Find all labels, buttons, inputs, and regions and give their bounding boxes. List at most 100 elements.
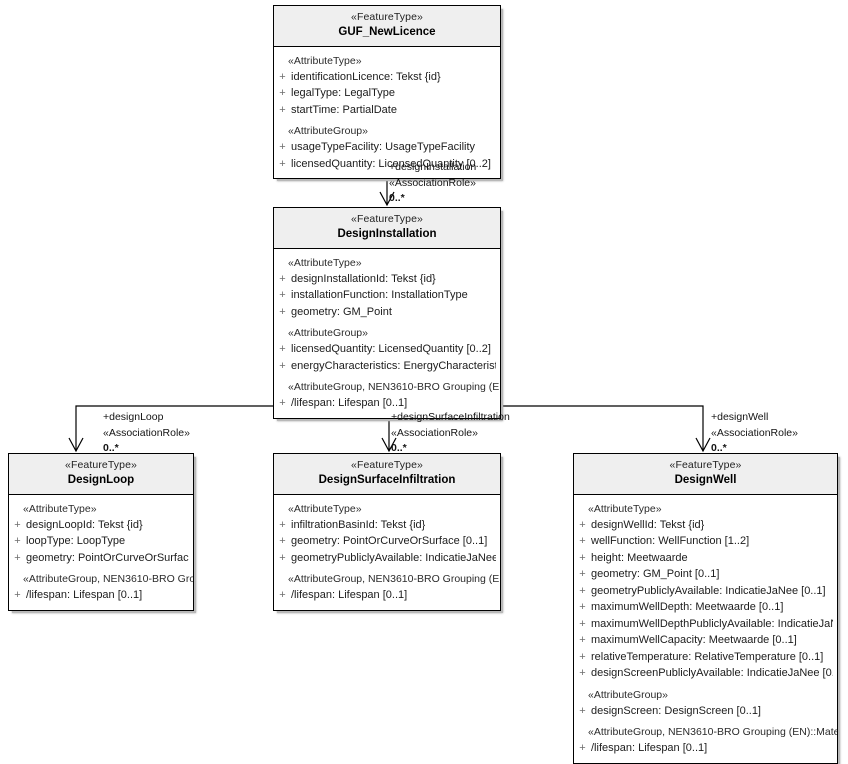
visibility-marker: + bbox=[279, 305, 286, 318]
attribute-row[interactable]: + relativeTemperature: RelativeTemperatu… bbox=[574, 649, 837, 666]
attribute-row[interactable]: + licensedQuantity: LicensedQuantity [0.… bbox=[274, 341, 500, 358]
association-label-designwell[interactable]: +designWell «AssociationRole» 0..* bbox=[711, 410, 798, 457]
attribute-row[interactable]: + licensedQuantity: LicensedQuantity [0.… bbox=[274, 156, 500, 173]
attribute-row[interactable]: + geometryPubliclyAvailable: IndicatieJa… bbox=[274, 550, 500, 567]
class-stereotype: «FeatureType» bbox=[351, 213, 423, 225]
class-stereotype: «FeatureType» bbox=[65, 459, 137, 471]
attribute-signature: geometryPubliclyAvailable: IndicatieJaNe… bbox=[291, 551, 496, 564]
visibility-marker: + bbox=[579, 617, 586, 630]
attribute-row[interactable]: + maximumWellDepthPubliclyAvailable: Ind… bbox=[574, 616, 837, 633]
class-box-designsurfaceinfiltration[interactable]: «FeatureType» DesignSurfaceInfiltration … bbox=[273, 453, 501, 611]
attribute-row[interactable]: + height: Meetwaarde bbox=[574, 550, 837, 567]
class-name: GUF_NewLicence bbox=[338, 26, 436, 39]
visibility-marker: + bbox=[279, 359, 286, 372]
class-name: DesignInstallation bbox=[337, 228, 437, 241]
visibility-marker: + bbox=[579, 518, 586, 531]
attribute-row[interactable]: + designLoopId: Tekst {id} bbox=[9, 517, 193, 534]
attribute-row[interactable]: + geometry: PointOrCurveOrSurface [0..1] bbox=[9, 550, 193, 567]
attribute-row[interactable]: + /lifespan: Lifespan [0..1] bbox=[274, 587, 500, 604]
visibility-marker: + bbox=[579, 601, 586, 613]
attribute-row[interactable]: + geometry: GM_Point [0..1] bbox=[574, 566, 837, 583]
attribute-row[interactable]: + /lifespan: Lifespan [0..1] bbox=[9, 587, 193, 604]
visibility-marker: + bbox=[279, 589, 286, 601]
attribute-row[interactable]: + energyCharacteristics: EnergyCharacter… bbox=[274, 358, 500, 375]
association-multiplicity: 0..* bbox=[389, 192, 405, 205]
attribute-row[interactable]: + maximumWellCapacity: Meetwaarde [0..1] bbox=[574, 632, 837, 649]
attribute-signature: energyCharacteristics: EnergyCharacteris… bbox=[291, 359, 496, 372]
attribute-signature: geometry: GM_Point bbox=[291, 305, 392, 318]
visibility-marker: + bbox=[279, 103, 286, 116]
class-name: DesignSurfaceInfiltration bbox=[318, 474, 456, 487]
attribute-row[interactable]: + identificationLicence: Tekst {id} bbox=[274, 69, 500, 86]
attribute-row[interactable]: + geometry: PointOrCurveOrSurface [0..1] bbox=[274, 533, 500, 550]
attribute-row[interactable]: + designScreenPubliclyAvailable: Indicat… bbox=[574, 665, 837, 682]
attribute-signature: /lifespan: Lifespan [0..1] bbox=[291, 589, 408, 601]
attribute-signature: installationFunction: InstallationType bbox=[291, 289, 468, 301]
visibility-marker: + bbox=[279, 551, 286, 564]
compartment-label: «AttributeType» bbox=[288, 502, 362, 515]
class-stereotype: «FeatureType» bbox=[351, 11, 423, 23]
class-box-designwell[interactable]: «FeatureType» DesignWell «AttributeType»… bbox=[573, 453, 838, 764]
compartment-label: «AttributeType» bbox=[288, 54, 362, 67]
compartment-label: «AttributeType» bbox=[288, 256, 362, 269]
visibility-marker: + bbox=[579, 551, 586, 564]
association-stereotype: «AssociationRole» bbox=[391, 426, 478, 439]
class-box-guf-newlicence[interactable]: «FeatureType» GUF_NewLicence «AttributeT… bbox=[273, 5, 501, 179]
attribute-row[interactable]: + geometry: GM_Point bbox=[274, 304, 500, 321]
attribute-signature: relativeTemperature: RelativeTemperature… bbox=[591, 650, 824, 663]
attribute-row[interactable]: + maximumWellDepth: Meetwaarde [0..1] bbox=[574, 599, 837, 616]
attribute-signature: maximumWellDepth: Meetwaarde [0..1] bbox=[591, 601, 784, 613]
attribute-row[interactable]: + wellFunction: WellFunction [1..2] bbox=[574, 533, 837, 550]
compartment-label: «AttributeGroup, NEN3610-BRO Grouping (E… bbox=[288, 381, 500, 393]
attribute-row[interactable]: + designInstallationId: Tekst {id} bbox=[274, 271, 500, 288]
attribute-signature: infiltrationBasinId: Tekst {id} bbox=[291, 518, 426, 531]
class-header: «FeatureType» DesignSurfaceInfiltration bbox=[274, 454, 500, 495]
class-stereotype: «FeatureType» bbox=[669, 459, 742, 471]
visibility-marker: + bbox=[579, 634, 586, 646]
association-role-name: +designLoop bbox=[103, 411, 164, 423]
attribute-row[interactable]: + legalType: LegalType bbox=[274, 85, 500, 102]
attribute-signature: maximumWellDepthPubliclyAvailable: Indic… bbox=[591, 617, 833, 630]
attribute-row[interactable]: + startTime: PartialDate bbox=[274, 102, 500, 119]
attribute-row[interactable]: + geometryPubliclyAvailable: IndicatieJa… bbox=[574, 583, 837, 600]
class-body: «AttributeType» + identificationLicence:… bbox=[274, 46, 500, 178]
attribute-row[interactable]: + /lifespan: Lifespan [0..1] bbox=[574, 740, 837, 757]
visibility-marker: + bbox=[579, 650, 586, 663]
visibility-marker: + bbox=[579, 568, 586, 580]
visibility-marker: + bbox=[579, 704, 586, 717]
attribute-row[interactable]: + /lifespan: Lifespan [0..1] bbox=[274, 395, 500, 412]
association-label-designinstallation[interactable]: +designInstallation «AssociationRole» 0.… bbox=[389, 160, 476, 207]
compartment-label: «AttributeGroup» bbox=[288, 125, 368, 137]
visibility-marker: + bbox=[279, 87, 286, 99]
attribute-signature: licensedQuantity: LicensedQuantity [0..2… bbox=[291, 157, 491, 170]
attribute-row[interactable]: + installationFunction: InstallationType bbox=[274, 287, 500, 304]
attribute-signature: designScreen: DesignScreen [0..1] bbox=[591, 704, 761, 717]
compartment-label: «AttributeType» bbox=[23, 502, 97, 515]
attribute-row[interactable]: + designScreen: DesignScreen [0..1] bbox=[574, 703, 837, 720]
diagram-canvas: «FeatureType» GUF_NewLicence «AttributeT… bbox=[8, 5, 838, 764]
association-role-name: +designInstallation bbox=[389, 161, 477, 173]
attribute-signature: geometry: PointOrCurveOrSurface [0..1] bbox=[26, 551, 189, 564]
attribute-signature: loopType: LoopType bbox=[26, 535, 126, 547]
association-label-designloop[interactable]: +designLoop «AssociationRole» 0..* bbox=[103, 410, 190, 457]
attribute-row[interactable]: + infiltrationBasinId: Tekst {id} bbox=[274, 517, 500, 534]
visibility-marker: + bbox=[279, 518, 286, 531]
visibility-marker: + bbox=[279, 272, 286, 285]
attribute-row[interactable]: + loopType: LoopType bbox=[9, 533, 193, 550]
compartment-label: «AttributeGroup, NEN3610-BRO Grouping (E… bbox=[588, 726, 837, 738]
visibility-marker: + bbox=[579, 667, 586, 679]
attribute-row[interactable]: + usageTypeFacility: UsageTypeFacility bbox=[274, 139, 500, 156]
attribute-signature: /lifespan: Lifespan [0..1] bbox=[291, 397, 408, 409]
attribute-signature: maximumWellCapacity: Meetwaarde [0..1] bbox=[591, 634, 797, 646]
attribute-signature: geometry: PointOrCurveOrSurface [0..1] bbox=[291, 535, 488, 547]
attribute-signature: /lifespan: Lifespan [0..1] bbox=[591, 742, 708, 754]
compartment-label: «AttributeType» bbox=[588, 502, 662, 515]
association-stereotype: «AssociationRole» bbox=[389, 176, 476, 189]
visibility-marker: + bbox=[279, 343, 286, 355]
attribute-signature: designLoopId: Tekst {id} bbox=[26, 518, 143, 531]
attribute-row[interactable]: + designWellId: Tekst {id} bbox=[574, 517, 837, 534]
class-box-designinstallation[interactable]: «FeatureType» DesignInstallation «Attrib… bbox=[273, 207, 501, 419]
class-box-designloop[interactable]: «FeatureType» DesignLoop «AttributeType»… bbox=[8, 453, 194, 611]
visibility-marker: + bbox=[14, 551, 21, 564]
association-label-designsurfaceinfiltration[interactable]: +designSurfaceInfiltration «AssociationR… bbox=[391, 410, 510, 457]
